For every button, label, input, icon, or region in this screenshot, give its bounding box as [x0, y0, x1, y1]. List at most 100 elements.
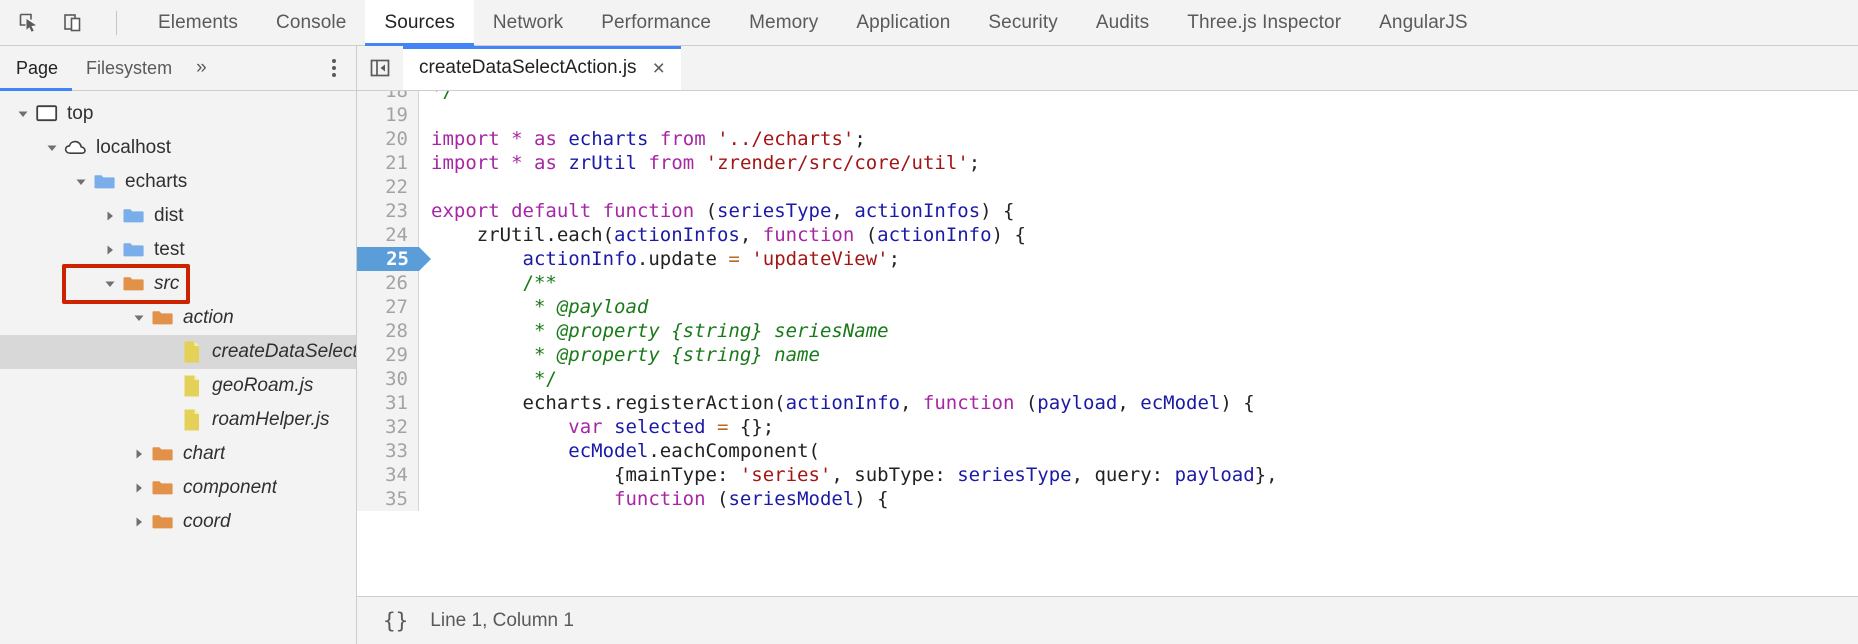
code-line-text[interactable]: echarts.registerAction(actionInfo, funct…: [431, 392, 1255, 414]
close-icon[interactable]: ×: [652, 56, 665, 80]
tree-item-action[interactable]: action: [0, 301, 356, 335]
panel-tab-label: Audits: [1095, 11, 1150, 33]
line-number-21[interactable]: 21: [357, 151, 419, 175]
line-number-34[interactable]: 34: [357, 463, 419, 487]
code-line-text[interactable]: */: [431, 368, 557, 390]
panel-tab-console[interactable]: Console: [257, 0, 365, 45]
folder-orange: [150, 308, 176, 328]
code-line: 24 zrUtil.each(actionInfos, function (ac…: [357, 223, 1858, 247]
panel-tab-performance[interactable]: Performance: [582, 0, 730, 45]
nav-tab-filesystem[interactable]: Filesystem: [72, 46, 186, 90]
panel-tab-angularjs[interactable]: AngularJS: [1360, 0, 1487, 45]
code-line-text[interactable]: function (seriesModel) {: [614, 488, 889, 510]
chevron-right-icon[interactable]: [99, 210, 121, 222]
line-number-35[interactable]: 35: [357, 487, 419, 511]
tree-item-echarts[interactable]: echarts: [0, 165, 356, 199]
tree-item-dist[interactable]: dist: [0, 199, 356, 233]
code-line-text[interactable]: ecModel.eachComponent(: [568, 440, 820, 462]
line-number-24[interactable]: 24: [357, 223, 419, 247]
code-line-text[interactable]: {mainType: 'series', subType: seriesType…: [431, 464, 1278, 486]
chevron-right-icon[interactable]: [99, 244, 121, 256]
file-js: [179, 340, 205, 364]
tree-item-localhost[interactable]: localhost: [0, 131, 356, 165]
line-number-19[interactable]: 19: [357, 103, 419, 127]
panel-tab-sources[interactable]: Sources: [365, 0, 475, 46]
panel-tab-elements[interactable]: Elements: [139, 0, 257, 45]
folder-blue: [121, 206, 147, 226]
code-line-text[interactable]: /**: [431, 272, 557, 294]
editor-status-bar: {} Line 1, Column 1: [357, 596, 1858, 644]
code-line: 26 /**: [357, 271, 1858, 295]
line-number-30[interactable]: 30: [357, 367, 419, 391]
code-line-text[interactable]: * @property {string} name: [431, 344, 820, 366]
line-number-33[interactable]: 33: [357, 439, 419, 463]
code-line-text[interactable]: export default function (seriesType, act…: [431, 200, 1015, 222]
tree-item-createdataselectaction-js[interactable]: createDataSelectAction.js: [0, 335, 356, 369]
code-line-text[interactable]: * @property {string} seriesName: [431, 320, 889, 342]
line-number-22[interactable]: 22: [357, 175, 419, 199]
line-number-18[interactable]: 18: [357, 91, 419, 103]
panel-tab-security[interactable]: Security: [969, 0, 1076, 45]
code-line-text[interactable]: */: [431, 91, 454, 102]
line-number-25[interactable]: 25: [357, 247, 431, 271]
chevron-right-icon[interactable]: [128, 482, 150, 494]
line-number-28[interactable]: 28: [357, 319, 419, 343]
code-line-text[interactable]: * @payload: [431, 296, 649, 318]
chevron-down-icon[interactable]: [99, 278, 121, 290]
panel-tab-audits[interactable]: Audits: [1077, 0, 1168, 45]
chevron-right-icon[interactable]: [128, 516, 150, 528]
code-line: 35 function (seriesModel) {: [357, 487, 1858, 511]
tree-item-top[interactable]: top: [0, 97, 356, 131]
panel-tab-application[interactable]: Application: [837, 0, 969, 45]
chevron-down-icon[interactable]: [41, 142, 63, 154]
tree-item-label: test: [154, 239, 185, 260]
panel-tab-three-js-inspector[interactable]: Three.js Inspector: [1168, 0, 1360, 45]
tree-item-component[interactable]: component: [0, 471, 356, 505]
code-line-text[interactable]: actionInfo.update = 'updateView';: [522, 248, 901, 270]
line-number-26[interactable]: 26: [357, 271, 419, 295]
chevron-down-icon[interactable]: [128, 312, 150, 324]
code-line-text[interactable]: zrUtil.each(actionInfos, function (actio…: [431, 224, 1026, 246]
tree-item-label: action: [183, 307, 234, 328]
code-line-text[interactable]: import * as zrUtil from 'zrender/src/cor…: [431, 152, 981, 174]
device-toolbar-icon[interactable]: [58, 8, 88, 38]
panel-tab-memory[interactable]: Memory: [730, 0, 837, 45]
more-tabs-icon[interactable]: »: [196, 57, 207, 78]
editor-tab-createdataselectaction[interactable]: createDataSelectAction.js ×: [403, 46, 681, 90]
folder-blue: [121, 240, 147, 260]
panel-tab-label: Elements: [158, 11, 239, 33]
pretty-print-icon[interactable]: {}: [383, 608, 409, 633]
collapse-sidebar-icon[interactable]: [357, 46, 403, 90]
tree-item-chart[interactable]: chart: [0, 437, 356, 471]
panel-tab-label: AngularJS: [1379, 11, 1468, 33]
nav-tab-page[interactable]: Page: [0, 46, 73, 91]
line-number-31[interactable]: 31: [357, 391, 419, 415]
tree-item-test[interactable]: test: [0, 233, 356, 267]
tree-item-src[interactable]: src: [0, 267, 356, 301]
line-number-29[interactable]: 29: [357, 343, 419, 367]
chevron-down-icon[interactable]: [12, 108, 34, 120]
line-number-32[interactable]: 32: [357, 415, 419, 439]
code-line-text[interactable]: import * as echarts from '../echarts';: [431, 128, 866, 150]
panel-tab-network[interactable]: Network: [474, 0, 582, 45]
panel-tab-label: Network: [492, 11, 564, 33]
code-line-text[interactable]: [419, 175, 1858, 199]
line-number-20[interactable]: 20: [357, 127, 419, 151]
tree-item-roamhelper-js[interactable]: roamHelper.js: [0, 403, 356, 437]
chevron-right-icon[interactable]: [128, 448, 150, 460]
line-number-23[interactable]: 23: [357, 199, 419, 223]
code-line-text[interactable]: var selected = {};: [568, 416, 775, 438]
inspect-cursor-icon[interactable]: [14, 8, 44, 38]
tree-item-georoam-js[interactable]: geoRoam.js: [0, 369, 356, 403]
chevron-down-icon[interactable]: [70, 176, 92, 188]
more-options-icon[interactable]: [328, 55, 340, 81]
panel-tab-label: Application: [856, 11, 951, 33]
line-number-27[interactable]: 27: [357, 295, 419, 319]
code-line-text[interactable]: [419, 103, 1858, 127]
tree-item-coord[interactable]: coord: [0, 505, 356, 539]
panel-tab-label: Three.js Inspector: [1187, 11, 1342, 33]
